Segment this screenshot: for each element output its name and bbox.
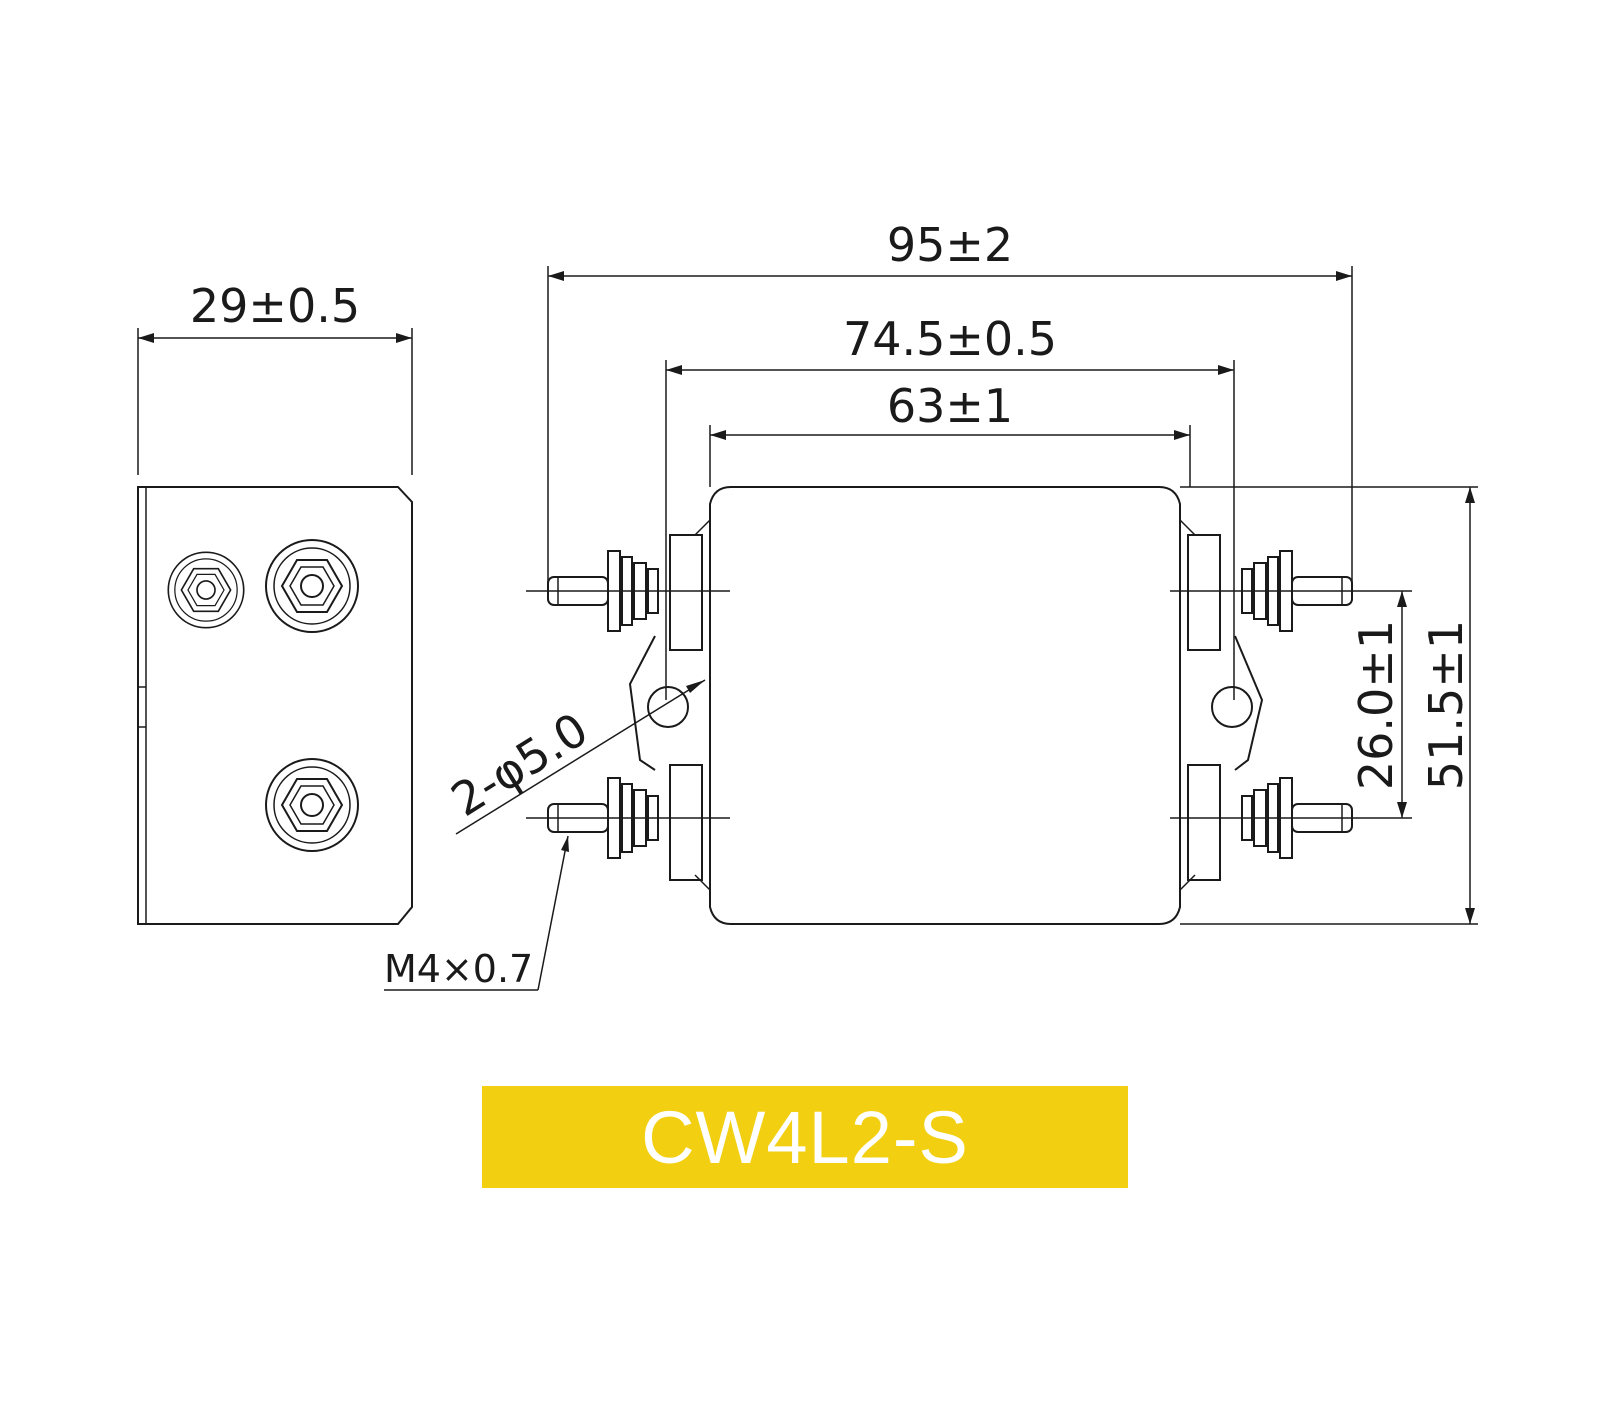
terminal-hex-icon [265,758,359,852]
dimension-terminal-spacing: 26.0±1 [1349,590,1412,819]
model-label: CW4L2-S [641,1095,969,1179]
thread-label: M4×0.7 [384,947,533,991]
callout-mount-holes: 2-φ5.0 [442,679,706,835]
side-width-label: 29±0.5 [190,279,360,333]
terminal-hex-icon [167,551,245,629]
dimension-mount-spacing: 74.5±0.5 [665,312,1235,700]
mount-hole-icon [1211,686,1253,728]
overall-length-label: 95±2 [887,218,1013,272]
dimension-body-height: 51.5±1 [1180,486,1478,925]
mount-spacing-label: 74.5±0.5 [843,312,1057,366]
terminal-spacing-label: 26.0±1 [1349,620,1403,790]
callout-thread: M4×0.7 [384,835,569,991]
mount-holes-label: 2-φ5.0 [442,702,597,827]
dimension-overall-length: 95±2 [547,218,1353,585]
body-length-label: 63±1 [887,379,1013,433]
model-banner: CW4L2-S [482,1086,1128,1188]
mount-hole-icon [647,686,689,728]
dimension-body-length: 63±1 [709,379,1191,487]
dimension-side-width: 29±0.5 [137,279,413,475]
side-view [137,486,413,925]
front-view [526,486,1372,925]
body-height-label: 51.5±1 [1419,620,1473,790]
terminal-hex-icon [265,539,359,633]
